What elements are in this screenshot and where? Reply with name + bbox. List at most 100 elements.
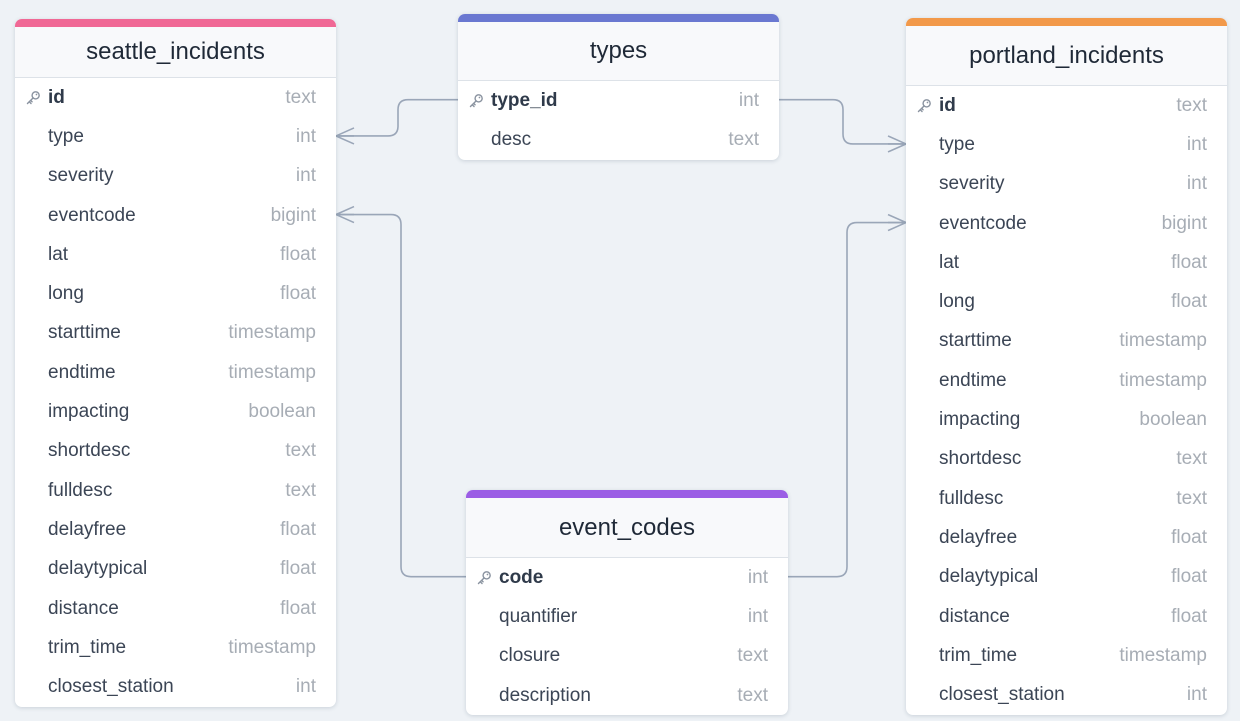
column-row-delayfree[interactable]: delayfree float xyxy=(906,518,1227,557)
column-name: starttime xyxy=(939,330,1012,352)
column-row-desc[interactable]: desc text xyxy=(458,120,779,159)
column-name: code xyxy=(499,566,544,588)
key-icon xyxy=(25,78,42,117)
table-title: event_codes xyxy=(466,498,788,558)
column-name: eventcode xyxy=(939,212,1027,234)
column-type: int xyxy=(1186,684,1207,706)
column-type: timestamp xyxy=(228,361,316,383)
key-icon xyxy=(476,558,493,597)
column-row-id[interactable]: id text xyxy=(906,86,1227,125)
table-title: types xyxy=(458,22,779,81)
column-name: id xyxy=(48,86,65,108)
column-name: delaytypical xyxy=(48,558,148,580)
column-type: float xyxy=(280,518,316,540)
column-row-shortdesc[interactable]: shortdesc text xyxy=(906,440,1227,479)
column-row-lat[interactable]: lat float xyxy=(15,235,336,274)
table-title: seattle_incidents xyxy=(15,27,336,78)
column-row-distance[interactable]: distance float xyxy=(15,589,336,628)
column-type: float xyxy=(280,283,316,305)
column-row-endtime[interactable]: endtime timestamp xyxy=(906,361,1227,400)
column-type: int xyxy=(747,566,768,588)
column-name: endtime xyxy=(48,361,116,383)
table-title: portland_incidents xyxy=(906,26,1227,86)
column-name: distance xyxy=(939,605,1010,627)
column-row-delaytypical[interactable]: delaytypical float xyxy=(15,550,336,589)
column-type: text xyxy=(285,440,316,462)
column-type: float xyxy=(280,243,316,265)
column-type: float xyxy=(280,558,316,580)
column-name: delayfree xyxy=(48,518,127,540)
column-type: text xyxy=(1176,448,1207,470)
column-row-endtime[interactable]: endtime timestamp xyxy=(15,353,336,392)
column-type: text xyxy=(737,645,768,667)
column-name: shortdesc xyxy=(939,448,1022,470)
key-icon xyxy=(468,81,485,120)
column-row-delayfree[interactable]: delayfree float xyxy=(15,510,336,549)
column-type: timestamp xyxy=(1119,644,1207,666)
column-name: shortdesc xyxy=(48,440,131,462)
column-type: text xyxy=(1176,94,1207,116)
column-name: trim_time xyxy=(939,644,1018,666)
link-seattle-type-to-types xyxy=(336,98,458,137)
table-accent-bar xyxy=(906,18,1227,26)
column-name: lat xyxy=(939,251,960,273)
column-type: timestamp xyxy=(1119,330,1207,352)
column-name: delayfree xyxy=(939,526,1018,548)
column-type: int xyxy=(1186,173,1207,195)
column-name: trim_time xyxy=(48,636,127,658)
column-name: closure xyxy=(499,645,561,667)
column-name: impacting xyxy=(939,409,1021,431)
column-name: desc xyxy=(491,128,532,150)
column-type: text xyxy=(728,128,759,150)
column-name: severity xyxy=(48,165,114,187)
column-row-code[interactable]: code int xyxy=(466,558,788,597)
column-type: float xyxy=(1171,526,1207,548)
column-row-trim_time[interactable]: trim_time timestamp xyxy=(906,636,1227,675)
column-row-closure[interactable]: closure text xyxy=(466,637,788,676)
column-row-starttime[interactable]: starttime timestamp xyxy=(906,322,1227,361)
crows-foot-icon xyxy=(334,205,355,224)
column-name: lat xyxy=(48,243,69,265)
table-accent-bar xyxy=(15,19,336,27)
column-type: int xyxy=(295,125,316,147)
column-name: id xyxy=(939,94,956,116)
column-type: int xyxy=(295,676,316,698)
column-type: float xyxy=(280,597,316,619)
column-row-shortdesc[interactable]: shortdesc text xyxy=(15,432,336,471)
column-row-impacting[interactable]: impacting boolean xyxy=(906,400,1227,439)
column-type: timestamp xyxy=(1119,369,1207,391)
crows-foot-icon xyxy=(887,213,908,232)
column-name: endtime xyxy=(939,369,1007,391)
column-type: int xyxy=(747,605,768,627)
column-name: distance xyxy=(48,597,119,619)
column-type: boolean xyxy=(1139,409,1207,431)
